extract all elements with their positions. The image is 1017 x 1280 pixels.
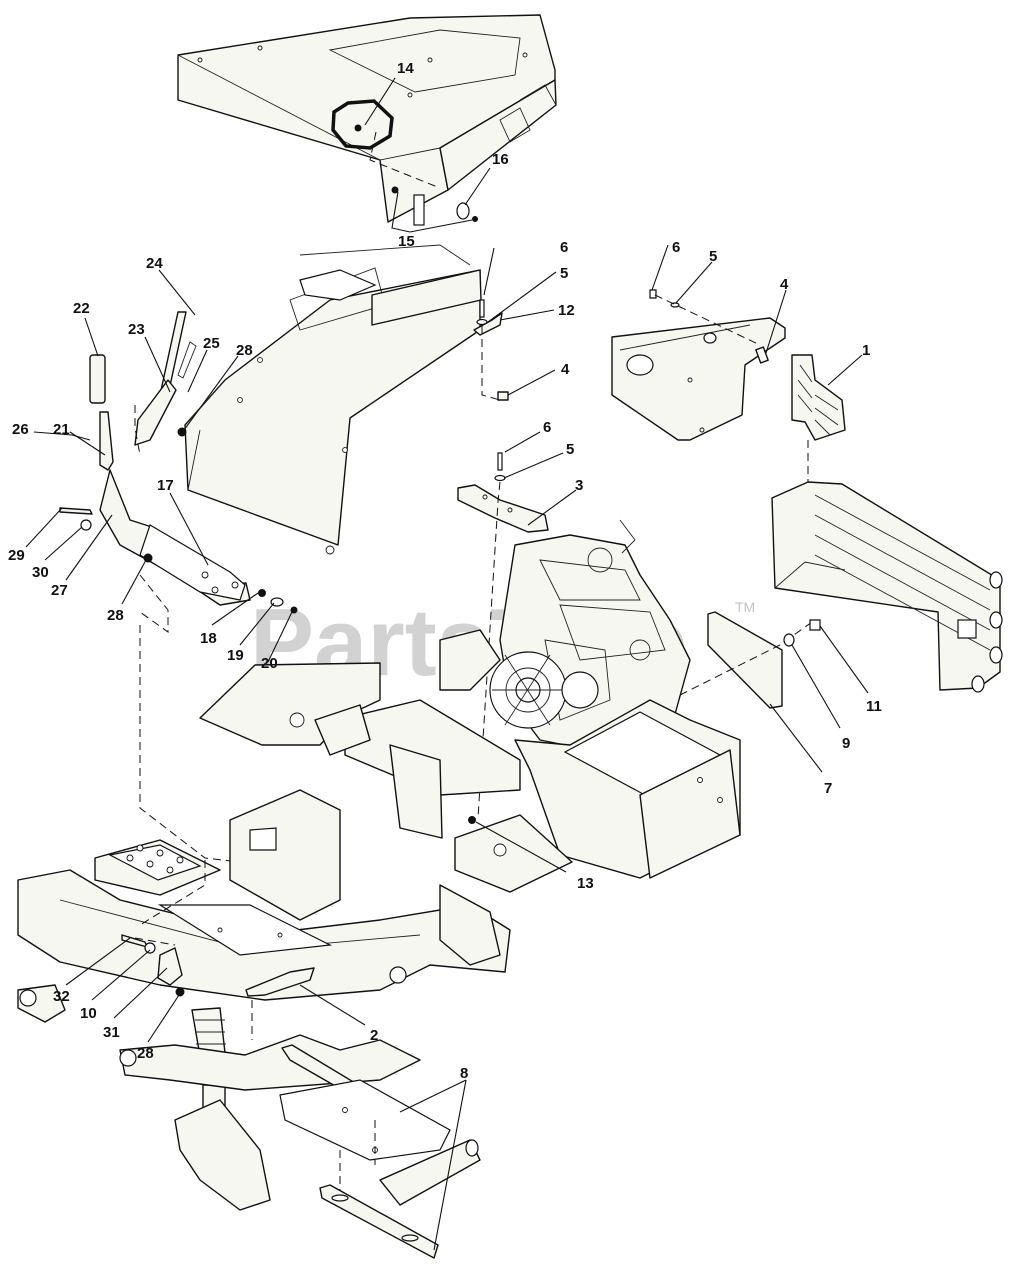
callout-27: 27 bbox=[51, 582, 68, 599]
callout-2: 2 bbox=[370, 1027, 378, 1044]
callout-32: 32 bbox=[53, 988, 70, 1005]
lever-23 bbox=[134, 379, 177, 446]
lever-arm bbox=[99, 411, 114, 471]
bar-8-upper bbox=[279, 1044, 451, 1161]
callout-16: 16 bbox=[492, 151, 509, 168]
callout-24: 24 bbox=[146, 255, 163, 272]
callout-5-right: 5 bbox=[709, 248, 717, 265]
callout-6-mid: 6 bbox=[543, 419, 551, 436]
callout-25: 25 bbox=[203, 335, 220, 352]
slotted-bracket bbox=[791, 354, 846, 441]
floor-pan bbox=[184, 244, 481, 555]
callout-labels: 14 16 15 6 5 12 4 6 5 4 1 24 22 23 25 28… bbox=[8, 60, 882, 1082]
latch-parts bbox=[391, 186, 478, 226]
callout-31: 31 bbox=[103, 1024, 120, 1041]
spindle-bracket bbox=[174, 1099, 271, 1211]
callout-22: 22 bbox=[73, 300, 90, 317]
decal-octagon bbox=[331, 99, 394, 150]
mount-plate bbox=[121, 934, 183, 986]
callout-5-mid: 5 bbox=[566, 441, 574, 458]
callout-8: 8 bbox=[460, 1065, 468, 1082]
shield-3 bbox=[457, 484, 549, 533]
bracket-2 bbox=[245, 967, 315, 997]
lever-assembly bbox=[59, 311, 298, 614]
callout-30: 30 bbox=[32, 564, 49, 581]
callout-3: 3 bbox=[575, 477, 583, 494]
callout-28-left: 28 bbox=[107, 607, 124, 624]
callout-15: 15 bbox=[398, 233, 415, 250]
callout-4-right: 4 bbox=[780, 276, 789, 293]
callout-18: 18 bbox=[200, 630, 217, 647]
callout-13: 13 bbox=[577, 875, 594, 892]
callout-4-center: 4 bbox=[561, 361, 570, 378]
callout-26: 26 bbox=[12, 421, 29, 438]
callout-19: 19 bbox=[227, 647, 244, 664]
callout-12: 12 bbox=[558, 302, 575, 319]
bar-8-lower bbox=[319, 1184, 439, 1259]
watermark-trademark: TM bbox=[735, 599, 755, 615]
handle-grip bbox=[89, 354, 106, 404]
callout-9: 9 bbox=[842, 735, 850, 752]
chassis-frame bbox=[17, 629, 741, 1023]
callout-5-top: 5 bbox=[560, 265, 568, 282]
callout-6-top: 6 bbox=[560, 239, 568, 256]
callout-11: 11 bbox=[866, 698, 882, 715]
rod-24 bbox=[159, 311, 187, 396]
callout-17: 17 bbox=[157, 477, 174, 494]
leader-lines bbox=[25, 244, 869, 1251]
callout-6-right: 6 bbox=[672, 239, 680, 256]
callout-21: 21 bbox=[53, 421, 70, 438]
callout-14: 14 bbox=[397, 60, 414, 77]
radiator-frame bbox=[771, 481, 1003, 693]
tie-rod bbox=[379, 1139, 481, 1206]
top-cover bbox=[177, 14, 557, 223]
callout-23: 23 bbox=[128, 321, 145, 338]
radiator-side-panel bbox=[611, 317, 786, 441]
callout-20: 20 bbox=[261, 655, 278, 672]
callout-28-top: 28 bbox=[236, 342, 253, 359]
callout-10: 10 bbox=[80, 1005, 97, 1022]
panel-7 bbox=[707, 611, 783, 709]
callout-29: 29 bbox=[8, 547, 25, 564]
callout-7: 7 bbox=[824, 780, 832, 797]
callout-1: 1 bbox=[862, 342, 870, 359]
engine bbox=[489, 519, 691, 751]
callout-28-bottom: 28 bbox=[137, 1045, 154, 1062]
